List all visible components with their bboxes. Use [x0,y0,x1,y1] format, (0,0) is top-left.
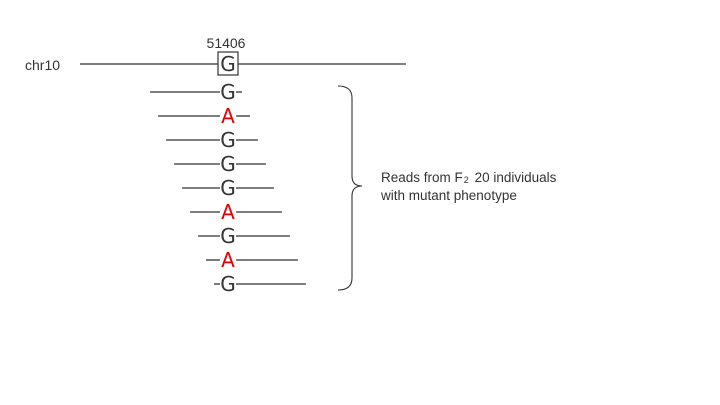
reads-description: Reads from F2 20 individuals with mutant… [381,170,556,204]
reference-base: G [220,52,236,76]
reads-description-suffix: 20 individuals [474,170,557,185]
read-row: G [198,224,290,248]
read-row: A [206,248,298,272]
chromosome-label: chr10 [25,57,60,73]
reads-description-line-1: Reads from F2 20 individuals [381,170,556,188]
read-base-mutant: A [221,200,235,224]
read-row: A [190,200,282,224]
read-row: G [150,80,242,104]
read-row: G [174,152,266,176]
read-base-reference: G [220,272,236,296]
read-row: G [214,272,306,296]
reads-description-line-2: with mutant phenotype [381,188,517,203]
reads-brace [337,85,363,291]
reads-description-prefix: Reads from F [381,170,463,185]
read-base-reference: G [220,176,236,200]
read-base-reference: G [220,224,236,248]
read-base-mutant: A [221,104,235,128]
read-row: G [166,128,258,152]
read-base-reference: G [220,80,236,104]
read-row: G [182,176,274,200]
read-base-reference: G [220,152,236,176]
reference-base-box [217,51,239,76]
read-base-mutant: A [221,248,235,272]
generation-subscript: 2 [463,175,469,185]
read-base-reference: G [220,128,236,152]
position-label: 51406 [207,35,246,51]
read-row: A [158,104,250,128]
